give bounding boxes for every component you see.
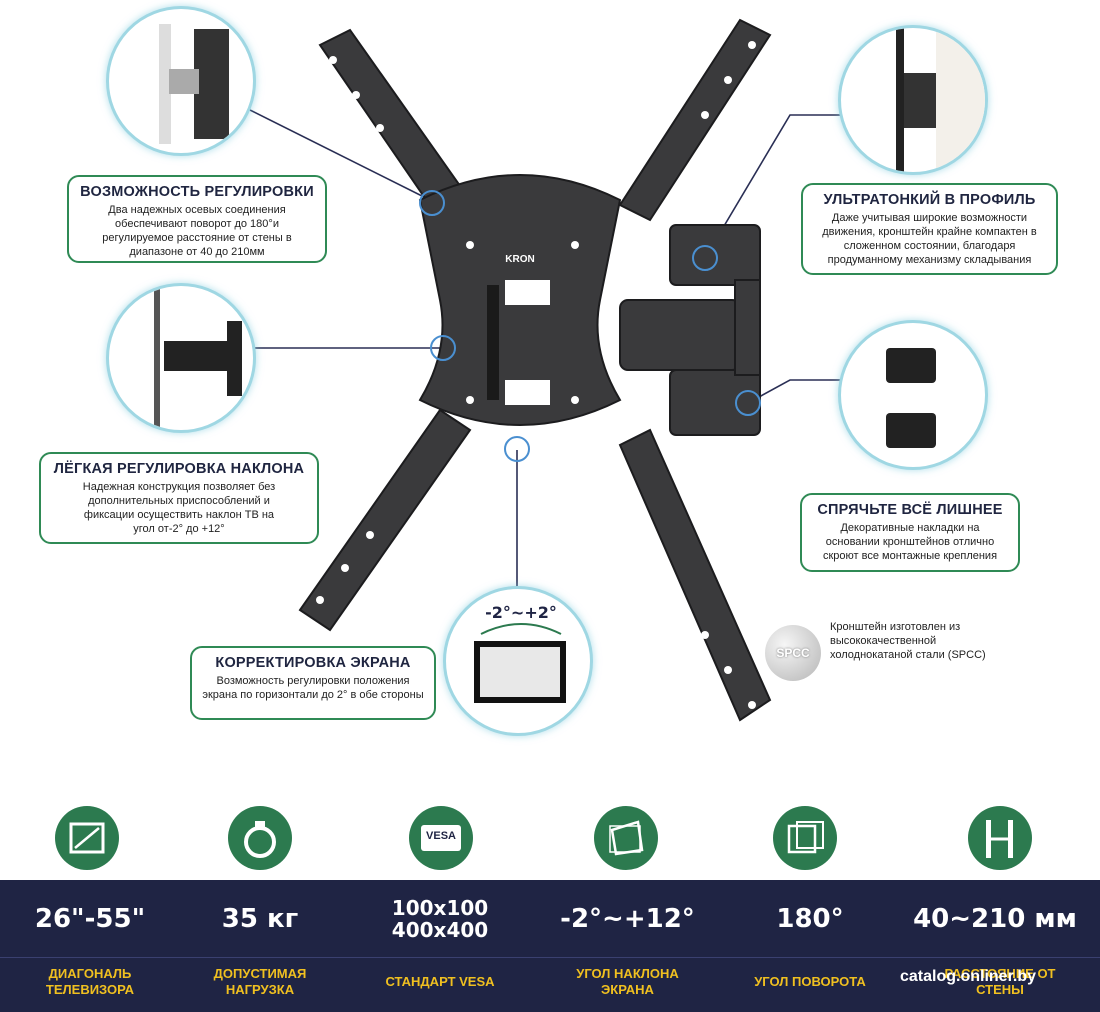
callout-slim-title: УЛЬТРАТОНКИЙ В ПРОФИЛЬ <box>823 192 1036 208</box>
spcc-badge-text: SPCC <box>776 646 810 660</box>
wall-mount-image: KRON <box>298 18 772 722</box>
distance-icon <box>968 806 1032 870</box>
detail-bubble-hide <box>838 320 988 470</box>
watermark: catalog.onliner.by <box>900 968 1037 985</box>
callout-hide-title: СПРЯЧЬТЕ ВСЁ ЛИШНЕЕ <box>817 502 1003 518</box>
vesa-icon-text: VESA <box>426 830 456 842</box>
spec-value-tilt: -2°~+12° <box>560 903 695 934</box>
callout-correct: КОРРЕКТИРОВКА ЭКРАНА Возможность регулир… <box>190 646 436 720</box>
spec-value-rotate: 180° <box>776 903 844 934</box>
spec-labels-band <box>0 957 1100 1012</box>
connector-lines <box>249 109 840 590</box>
callout-adjust: ВОЗМОЖНОСТЬ РЕГУЛИРОВКИ Два надежных осе… <box>67 175 327 263</box>
rotate-icon <box>773 806 837 870</box>
spec-label-rotate: УГОЛ ПОВОРОТА <box>754 974 866 989</box>
spec-label-vesa: СТАНДАРТ VESA <box>385 974 495 989</box>
callout-adjust-title: ВОЗМОЖНОСТЬ РЕГУЛИРОВКИ <box>80 184 314 200</box>
weight-icon <box>228 806 292 870</box>
detail-bubble-tilt <box>106 283 256 433</box>
detail-bubble-adjust <box>106 6 256 156</box>
callout-tilt-title: ЛЁГКАЯ РЕГУЛИРОВКА НАКЛОНА <box>53 461 305 477</box>
callout-slim-desc: Даже учитывая широкие возможности движен… <box>822 212 1037 266</box>
callout-adjust-desc: Два надежных осевых соединения обеспечив… <box>102 204 292 258</box>
detail-bubble-slim <box>838 25 988 175</box>
diagonal-icon <box>55 806 119 870</box>
screen-rotation-badge: -2°~+2° <box>485 603 557 622</box>
callout-slim: УЛЬТРАТОНКИЙ В ПРОФИЛЬ Даже учитывая шир… <box>801 183 1058 275</box>
callout-correct-desc: Возможность регулировки положения экрана… <box>202 675 424 701</box>
tilt-icon <box>594 806 658 870</box>
callout-hide-desc: Декоративные накладки на основании кронш… <box>822 522 998 562</box>
detail-bubble-screen: -2°~+2° <box>443 586 593 736</box>
callout-tilt-desc: Надежная конструкция позволяет без допол… <box>82 481 276 535</box>
spec-label-load: ДОПУСТИМАЯ НАГРУЗКА <box>213 966 307 997</box>
spec-value-vesa: 100x100 400x400 <box>391 895 489 942</box>
spec-label-diagonal: ДИАГОНАЛЬ ТЕЛЕВИЗОРА <box>45 966 135 997</box>
spcc-description: Кронштейн изготовлен из высококачественн… <box>830 621 986 661</box>
spec-label-tilt: УГОЛ НАКЛОНА ЭКРАНА <box>576 966 679 997</box>
spec-values-band <box>0 880 1100 957</box>
brand-logo: KRON <box>505 254 534 265</box>
spcc-badge: SPCC <box>765 625 821 681</box>
vesa-icon: VESA <box>409 806 473 870</box>
spec-label-distance: РАССТОЯНИЕ ОТ СТЕНЫ <box>944 966 1056 997</box>
callout-hide: СПРЯЧЬТЕ ВСЁ ЛИШНЕЕ Декоративные накладк… <box>800 493 1020 572</box>
spec-value-load: 35 кг <box>221 903 299 934</box>
spec-value-diagonal: 26"-55" <box>34 903 146 934</box>
spec-value-distance: 40~210 мм <box>913 903 1077 934</box>
callout-tilt: ЛЁГКАЯ РЕГУЛИРОВКА НАКЛОНА Надежная конс… <box>39 452 319 544</box>
callout-correct-title: КОРРЕКТИРОВКА ЭКРАНА <box>215 655 411 671</box>
